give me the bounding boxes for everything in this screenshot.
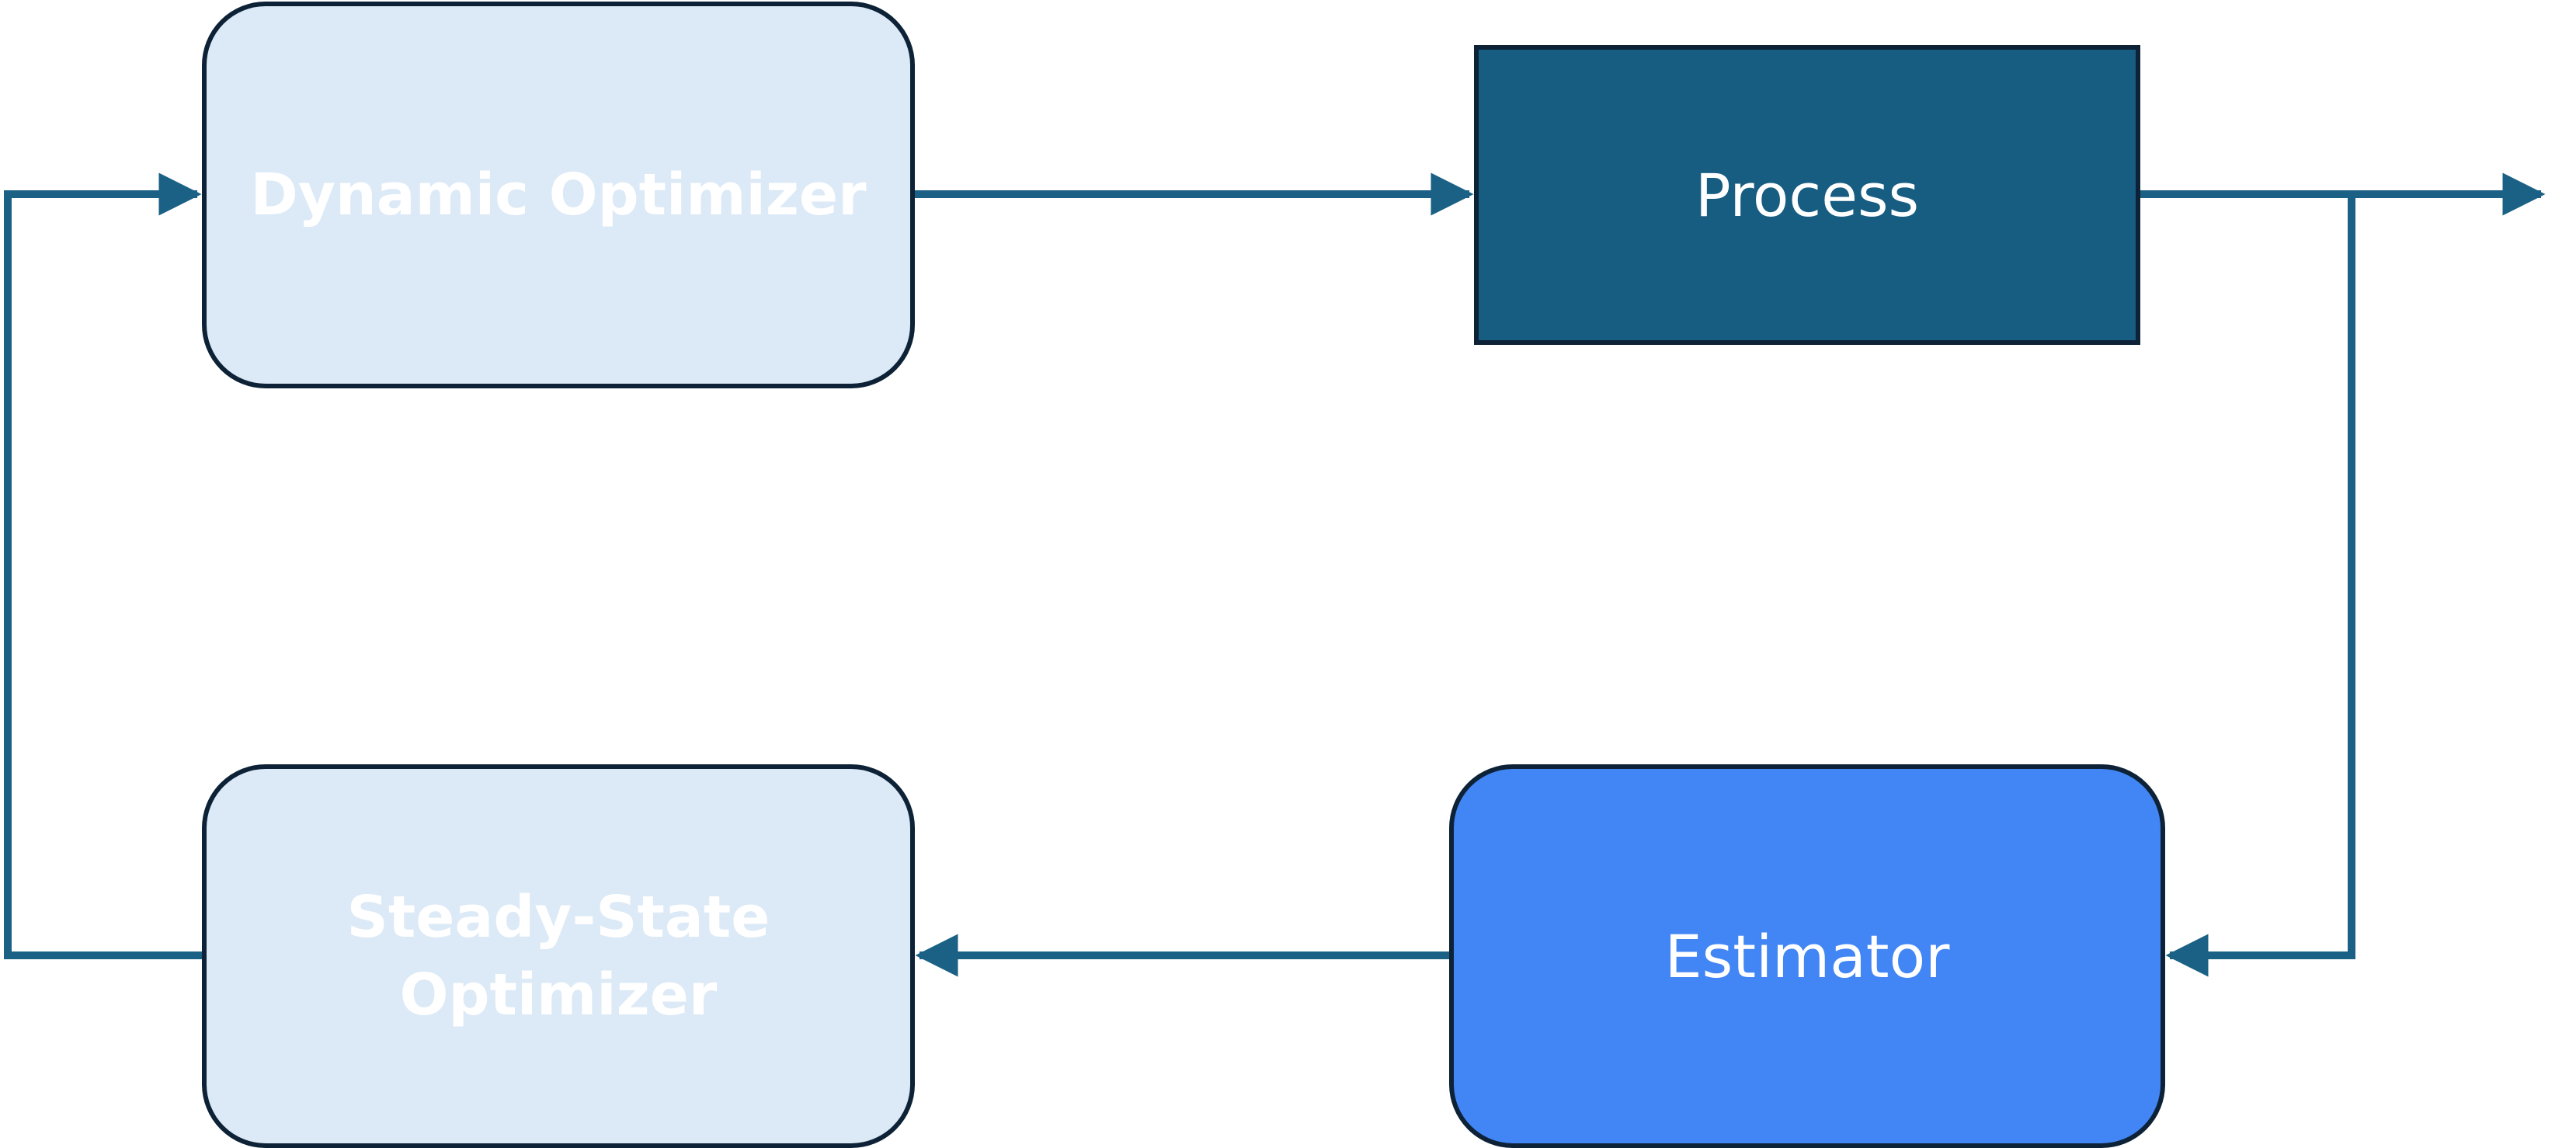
dynamic-optimizer-label: Dynamic Optimizer xyxy=(250,162,867,228)
estimator-node: Estimator xyxy=(1449,764,2165,1148)
estimator-label: Estimator xyxy=(1664,921,1950,991)
process-node: Process xyxy=(1474,45,2140,345)
edge-steady-to-dynamic xyxy=(4,172,202,959)
edge-process-to-estimator xyxy=(2165,194,2355,977)
steady-state-optimizer-label: Steady-State Optimizer xyxy=(346,884,770,1028)
dynamic-optimizer-node: Dynamic Optimizer xyxy=(202,2,915,388)
process-label: Process xyxy=(1695,160,1920,230)
steady-state-optimizer-node: Steady-State Optimizer xyxy=(202,764,915,1148)
